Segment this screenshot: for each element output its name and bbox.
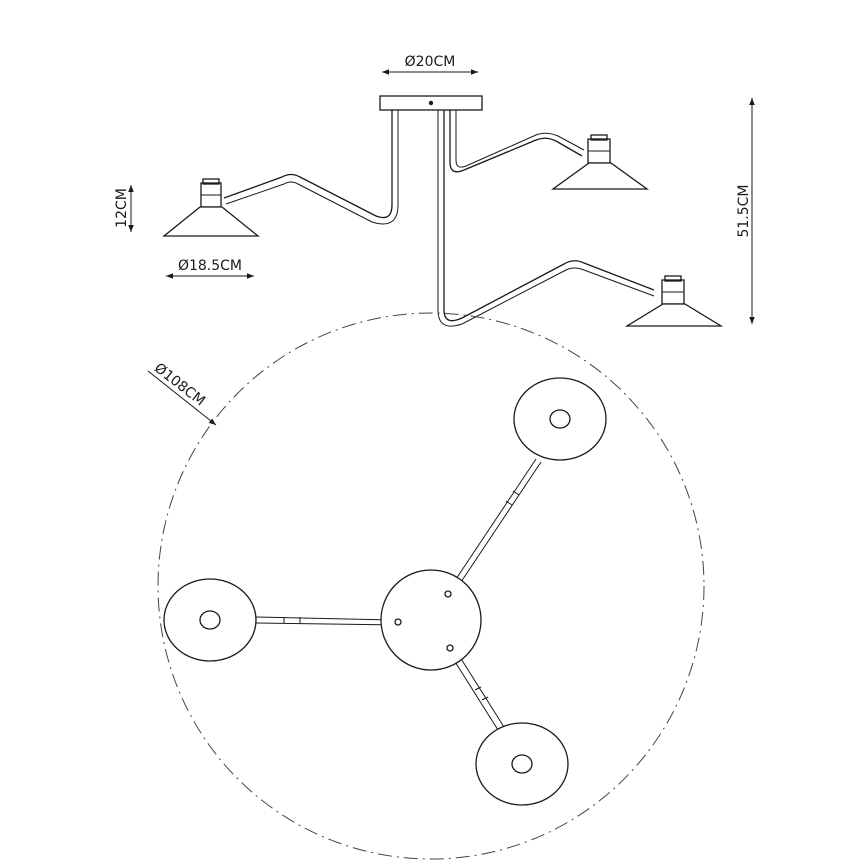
shade-diameter-label: Ø18.5CM [178, 258, 242, 274]
plan-arm-left [255, 616, 397, 626]
span-circle [157, 312, 705, 860]
right-lower-arm [443, 110, 655, 322]
side-elevation-view [162, 95, 724, 327]
left-lamp-shade [162, 206, 260, 237]
shade-height-label: 12CM [114, 188, 130, 228]
plan-shade-bottom [475, 722, 569, 806]
dimension-total-height: 51.5CM [736, 98, 755, 324]
plan-canopy [380, 569, 482, 671]
dimension-span: Ø108CM [147, 360, 217, 426]
right-lower-lamp-shade [624, 303, 724, 327]
right-upper-lamp-shade [550, 162, 650, 190]
canopy-diameter-label: Ø20CM [405, 54, 456, 70]
plan-shade-left [163, 578, 257, 662]
total-height-label: 51.5CM [736, 184, 752, 237]
span-diameter-label: Ø108CM [151, 360, 208, 409]
left-arm [223, 110, 393, 219]
right-upper-arm [449, 110, 583, 173]
plan-arm-top [445, 458, 542, 598]
canopy-plate [379, 95, 483, 111]
dimension-canopy: Ø20CM [382, 54, 478, 75]
dimension-shade-height: 12CM [114, 185, 134, 232]
plan-shade-top [513, 377, 607, 461]
canopy-screw [428, 100, 434, 106]
plan-view [157, 312, 705, 860]
dimension-shade-diameter: Ø18.5CM [166, 258, 254, 279]
